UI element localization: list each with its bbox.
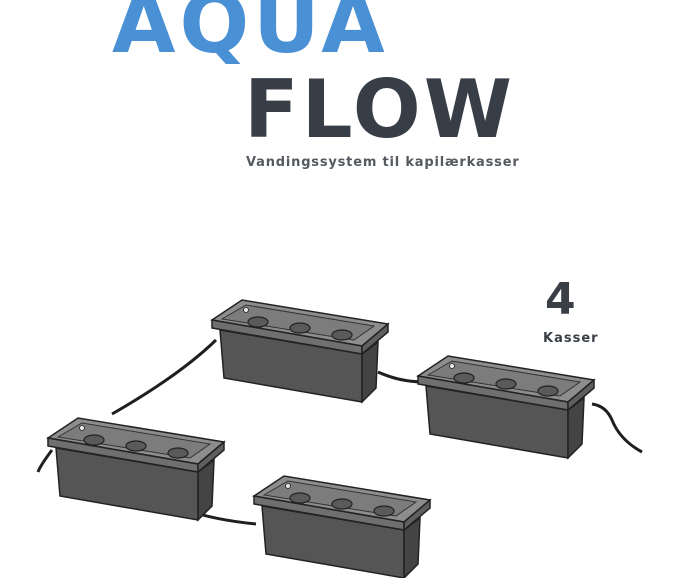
box-top xyxy=(211,299,389,403)
box-left xyxy=(47,417,225,521)
power-cable xyxy=(591,402,643,454)
box-right xyxy=(417,355,595,459)
box-bottom xyxy=(253,475,431,578)
box-count-number: 4 xyxy=(545,274,576,325)
tube-top-to-right xyxy=(377,370,425,384)
tube-left-end xyxy=(36,449,54,473)
tagline: Vandingssystem til kapilærkasser xyxy=(246,155,520,170)
box-count-label: Kasser xyxy=(543,331,599,346)
brand-logo-aqua: AQUA xyxy=(112,0,389,72)
brand-logo-flow: FLOW xyxy=(244,63,516,156)
tube-top-to-left xyxy=(111,338,218,416)
